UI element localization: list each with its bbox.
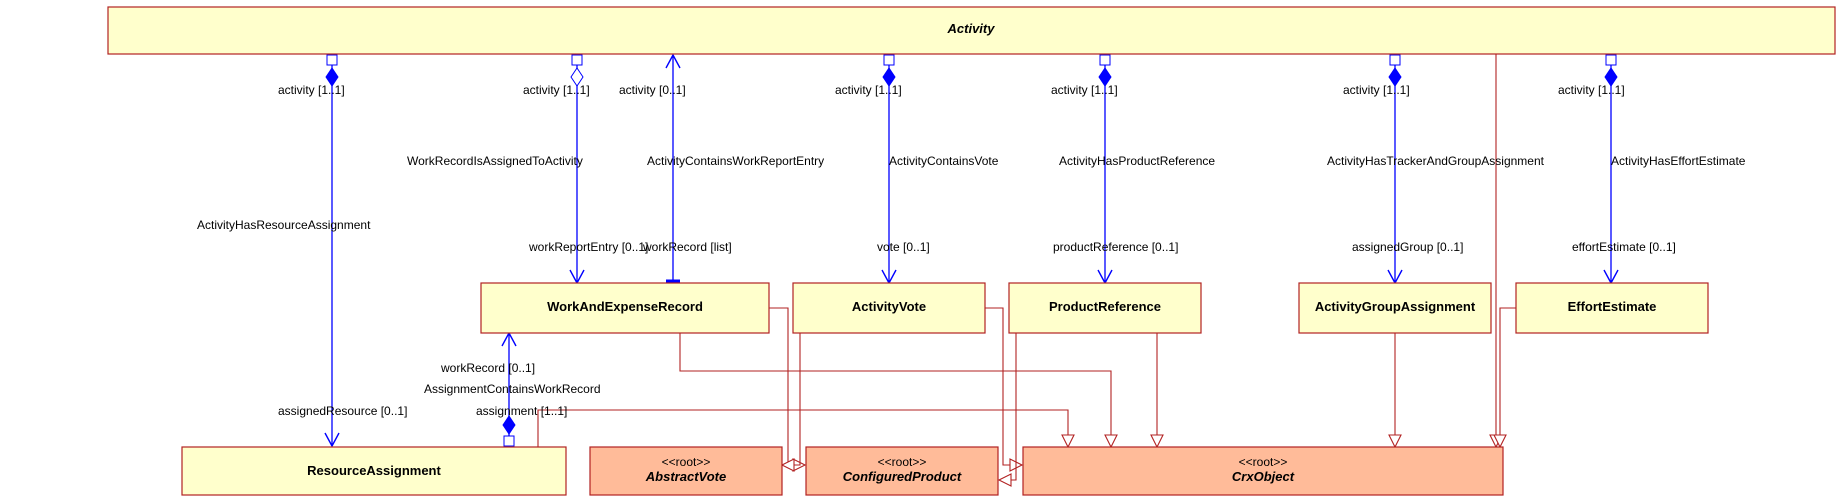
class-abstract-vote[interactable]: <<root>> AbstractVote	[589, 446, 783, 496]
composition-diamond	[882, 67, 896, 87]
role-label: workReportEntry [0..1]	[528, 240, 648, 254]
role-label: vote [0..1]	[877, 240, 930, 254]
gen-arrowhead	[780, 458, 795, 472]
assoc-end-square	[571, 54, 583, 66]
association-name: WorkRecordIsAssignedToActivity	[407, 154, 583, 168]
assoc-end-square	[1605, 54, 1617, 66]
role-label: effortEstimate [0..1]	[1572, 240, 1676, 254]
class-work-and-expense-record[interactable]: WorkAndExpenseRecord	[480, 282, 770, 334]
role-label: activity [1..1]	[835, 83, 902, 97]
navigation-arrowhead	[665, 53, 681, 69]
role-label: productReference [0..1]	[1053, 240, 1178, 254]
role-label: workRecord [list]	[642, 240, 732, 254]
stereotype-label: <<root>>	[878, 455, 927, 469]
composition-diamond	[1098, 67, 1112, 87]
class-name: ActivityGroupAssignment	[1315, 299, 1476, 314]
class-product-reference[interactable]: ProductReference	[1008, 282, 1202, 334]
association-name: ActivityContainsWorkReportEntry	[647, 154, 824, 168]
class-name: ResourceAssignment	[307, 463, 441, 478]
role-label: assignedGroup [0..1]	[1352, 240, 1463, 254]
gen-arrowhead	[1493, 434, 1507, 449]
class-configured-product[interactable]: <<root>> ConfiguredProduct	[805, 446, 999, 496]
class-name: AbstractVote	[645, 469, 726, 484]
class-name: ActivityVote	[852, 299, 926, 314]
role-label: activity [1..1]	[1558, 83, 1625, 97]
role-label: workRecord [0..1]	[440, 361, 535, 375]
association-name: ActivityHasResourceAssignment	[197, 218, 371, 232]
class-activity-group-assignment[interactable]: ActivityGroupAssignment	[1298, 282, 1492, 334]
composition-diamond	[502, 415, 516, 435]
gen-activityvote-abstractvote	[782, 333, 801, 466]
association-name: ActivityHasProductReference	[1059, 154, 1215, 168]
class-name: CrxObject	[1232, 469, 1295, 484]
assoc-end-square	[1099, 54, 1111, 66]
gen-arrowhead	[1104, 434, 1118, 449]
role-label: activity [0..1]	[619, 83, 686, 97]
role-label: activity [1..1]	[1051, 83, 1118, 97]
class-name: ConfiguredProduct	[843, 469, 962, 484]
gen-arrowhead	[1061, 434, 1075, 449]
generalization-lines	[537, 54, 1516, 487]
class-name: ProductReference	[1049, 299, 1161, 314]
aggregation-diamond	[570, 67, 584, 87]
class-name: Activity	[947, 21, 996, 36]
class-name: WorkAndExpenseRecord	[547, 299, 703, 314]
class-activity-vote[interactable]: ActivityVote	[792, 282, 986, 334]
association-name: AssignmentContainsWorkRecord	[424, 382, 601, 396]
gen-arrowhead	[1388, 434, 1402, 449]
composition-diamond	[325, 67, 339, 87]
association-name: ActivityHasEffortEstimate	[1611, 154, 1746, 168]
assoc-end-square	[883, 54, 895, 66]
association-labels: activity [1..1] ActivityHasResourceAssig…	[197, 83, 1746, 418]
role-label: activity [1..1]	[523, 83, 590, 97]
assoc-end-square	[326, 54, 338, 66]
gen-effortestimate-crxobject	[1499, 307, 1516, 447]
association-name: ActivityContainsVote	[889, 154, 999, 168]
stereotype-label: <<root>>	[662, 455, 711, 469]
assoc-end-square	[503, 435, 515, 447]
role-label: assignedResource [0..1]	[278, 404, 407, 418]
gen-workrecord-crxobject	[679, 333, 1112, 447]
gen-arrowhead	[1150, 434, 1164, 449]
class-resource-assignment[interactable]: ResourceAssignment	[181, 446, 567, 496]
association-lines	[324, 53, 1619, 448]
association-name: ActivityHasTrackerAndGroupAssignment	[1327, 154, 1545, 168]
role-label: activity [1..1]	[1343, 83, 1410, 97]
gen-resourceassignment-crxobject	[537, 409, 1069, 447]
class-name: EffortEstimate	[1568, 299, 1657, 314]
gen-productreference-configuredproduct	[999, 333, 1017, 481]
class-crx-object[interactable]: <<root>> CrxObject	[1022, 446, 1504, 496]
composition-diamond	[1388, 67, 1402, 87]
role-label: assignment [1..1]	[476, 404, 567, 418]
navigation-arrowhead	[324, 432, 340, 448]
class-effort-estimate[interactable]: EffortEstimate	[1515, 282, 1709, 334]
role-label: activity [1..1]	[278, 83, 345, 97]
assoc-end-square	[1389, 54, 1401, 66]
stereotype-label: <<root>>	[1239, 455, 1288, 469]
gen-arrowhead	[997, 473, 1012, 487]
class-activity[interactable]: Activity	[107, 6, 1836, 55]
composition-diamond	[1604, 67, 1618, 87]
